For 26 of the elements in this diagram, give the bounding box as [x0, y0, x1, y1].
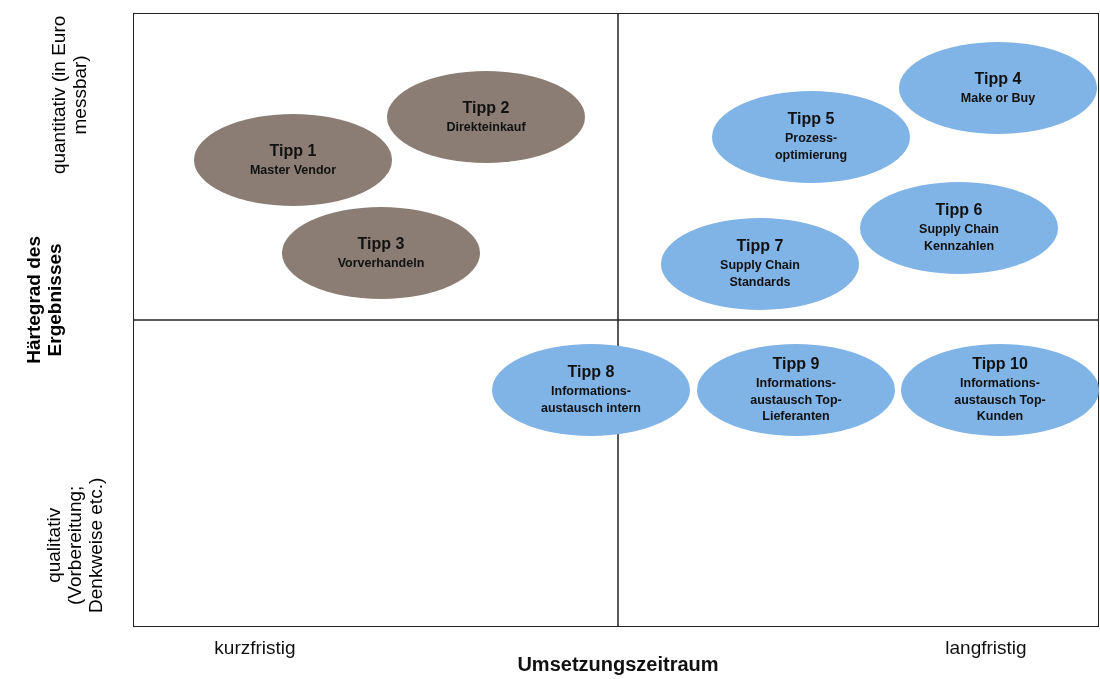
tip-description: Vorverhandeln: [337, 254, 425, 272]
axis-title: Umsetzungszeitraum: [516, 653, 720, 675]
axis-label: langfristig: [944, 637, 1028, 659]
tip-title: Tipp 3: [357, 234, 405, 253]
axis-label: qualitativ (Vorbereitung; Denkweise etc.): [43, 476, 107, 615]
tip-title: Tipp 9: [772, 354, 820, 373]
tip-title: Tipp 4: [974, 69, 1022, 88]
tip-title: Tipp 6: [935, 201, 983, 220]
axis-label: quantitativ (in Euro messbar): [49, 14, 91, 177]
axis-title: Härtegrad des Ergebnisses: [24, 235, 66, 366]
tip-description: Informations-austausch Top-Lieferanten: [749, 374, 843, 426]
tip-description: Informations-austausch intern: [540, 383, 642, 417]
tip-title: Tipp 1: [269, 141, 317, 160]
tip-description: Make or Buy: [960, 89, 1036, 107]
axis-label: kurzfristig: [213, 637, 297, 659]
tip-title: Tipp 2: [462, 98, 510, 117]
tip-description: Supply Chain Kennzahlen: [918, 221, 1000, 255]
tip-description: Master Vendor: [249, 161, 337, 179]
tip-title: Tipp 5: [787, 110, 835, 129]
tip-title: Tipp 8: [567, 363, 615, 382]
tip-title: Tipp 10: [972, 354, 1028, 373]
tip-description: Informations-austausch Top-Kunden: [953, 374, 1047, 426]
tip-description: Prozess-optimierung: [773, 130, 849, 164]
tip-description: Direkteinkauf: [446, 118, 526, 136]
tip-description: Supply Chain Standards: [719, 257, 801, 291]
tip-title: Tipp 7: [736, 237, 784, 256]
